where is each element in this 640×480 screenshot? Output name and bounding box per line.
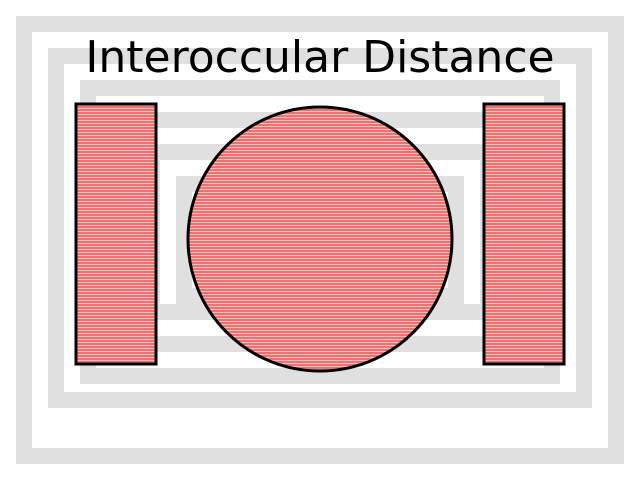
left-bar [74, 102, 158, 366]
pattern-title: Interoccular Distance [85, 32, 555, 83]
center-circle [186, 105, 454, 373]
frame-ring-1 [16, 16, 624, 464]
right-bar [482, 102, 566, 366]
frame-ring-2 [48, 48, 592, 408]
